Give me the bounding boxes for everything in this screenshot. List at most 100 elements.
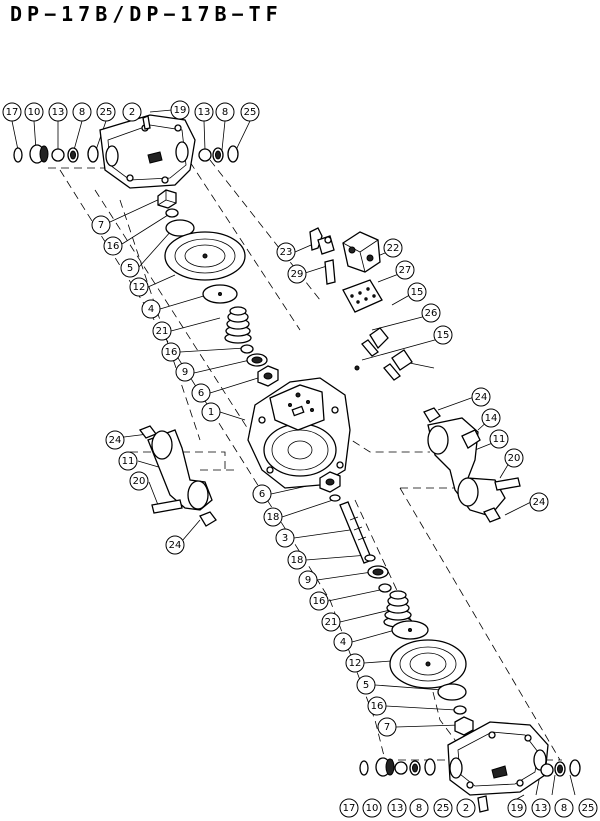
callout-number: 9 bbox=[182, 367, 188, 378]
callout-number: 24 bbox=[169, 540, 182, 551]
callout-16: 16 bbox=[309, 591, 329, 611]
manifold-2-top bbox=[99, 114, 196, 189]
callout-10: 10 bbox=[24, 102, 44, 122]
callout-2: 2 bbox=[456, 798, 476, 818]
top-manifold-assembly bbox=[13, 114, 239, 189]
plate-5-top bbox=[165, 219, 195, 237]
callout-7: 7 bbox=[91, 215, 111, 235]
callout-25: 25 bbox=[433, 798, 453, 818]
nut-7-bottom bbox=[454, 716, 474, 736]
callout-number: 5 bbox=[363, 680, 369, 691]
callout-11: 11 bbox=[489, 429, 509, 449]
callout-number: 19 bbox=[174, 105, 187, 116]
left-diaphragm-stack bbox=[157, 189, 279, 387]
callout-number: 13 bbox=[535, 803, 548, 814]
callout-number: 27 bbox=[399, 265, 412, 276]
callout-number: 22 bbox=[387, 243, 400, 254]
callout-number: 18 bbox=[267, 512, 280, 523]
callout-17: 17 bbox=[339, 798, 359, 818]
callout-24: 24 bbox=[105, 430, 125, 450]
callout-5: 5 bbox=[356, 675, 376, 695]
callout-number: 15 bbox=[411, 287, 424, 298]
callout-number: 16 bbox=[165, 347, 178, 358]
callout-4: 4 bbox=[141, 299, 161, 319]
seal-ring-17-bottom bbox=[359, 760, 369, 776]
fitting-29 bbox=[324, 259, 336, 285]
callout-number: 2 bbox=[463, 803, 469, 814]
callout-number: 29 bbox=[291, 269, 304, 280]
callout-4: 4 bbox=[333, 632, 353, 652]
callout-number: 16 bbox=[371, 701, 384, 712]
callout-number: 6 bbox=[198, 388, 204, 399]
callout-number: 11 bbox=[122, 456, 135, 467]
callout-8: 8 bbox=[409, 798, 429, 818]
callout-8: 8 bbox=[215, 102, 235, 122]
callout-number: 25 bbox=[244, 107, 257, 118]
ball-13-top-right bbox=[198, 148, 212, 162]
air-valve-parts bbox=[309, 227, 413, 381]
callout-number: 16 bbox=[313, 596, 326, 607]
callout-number: 7 bbox=[98, 220, 104, 231]
callout-number: 15 bbox=[437, 330, 450, 341]
callout-24: 24 bbox=[471, 387, 491, 407]
callout-number: 10 bbox=[366, 803, 379, 814]
ball-13-top-left bbox=[51, 148, 65, 162]
callout-6: 6 bbox=[191, 383, 211, 403]
callout-25: 25 bbox=[96, 102, 116, 122]
callout-24: 24 bbox=[165, 535, 185, 555]
callout-8: 8 bbox=[554, 798, 574, 818]
callout-number: 8 bbox=[416, 803, 422, 814]
callout-number: 8 bbox=[79, 107, 85, 118]
callout-number: 24 bbox=[109, 435, 122, 446]
callout-13: 13 bbox=[387, 798, 407, 818]
callout-number: 1 bbox=[208, 407, 214, 418]
ball-13-bottom-left bbox=[394, 761, 408, 775]
callout-20: 20 bbox=[129, 471, 149, 491]
ring-18-lower bbox=[364, 554, 376, 562]
o-ring-25-bottom-left bbox=[424, 758, 436, 776]
right-side-assembly bbox=[423, 407, 521, 523]
callout-number: 14 bbox=[485, 413, 498, 424]
callout-number: 25 bbox=[100, 107, 113, 118]
callout-7: 7 bbox=[377, 717, 397, 737]
callout-number: 6 bbox=[259, 489, 265, 500]
plug-14 bbox=[461, 429, 481, 449]
washer-16-bottom bbox=[453, 705, 467, 715]
callout-19: 19 bbox=[507, 798, 527, 818]
callout-18: 18 bbox=[263, 507, 283, 527]
callout-number: 17 bbox=[343, 803, 356, 814]
callout-5: 5 bbox=[120, 258, 140, 278]
callout-29: 29 bbox=[287, 264, 307, 284]
washer-16-top bbox=[165, 208, 179, 218]
pin-26 bbox=[354, 365, 360, 371]
bolt-19-bottom bbox=[477, 795, 489, 813]
callout-12: 12 bbox=[129, 277, 149, 297]
callout-12: 12 bbox=[345, 653, 365, 673]
callout-25: 25 bbox=[578, 798, 598, 818]
o-ring-25-top-right bbox=[227, 145, 239, 163]
fitting-15-lower bbox=[391, 349, 413, 371]
bolt-20-left bbox=[151, 499, 183, 514]
callout-number: 7 bbox=[384, 722, 390, 733]
ball-13-bottom-right bbox=[540, 763, 554, 777]
callout-16: 16 bbox=[103, 236, 123, 256]
callout-24: 24 bbox=[529, 492, 549, 512]
washer-16-mid bbox=[240, 344, 254, 354]
callout-number: 26 bbox=[425, 308, 438, 319]
callout-10: 10 bbox=[362, 798, 382, 818]
callout-16: 16 bbox=[367, 696, 387, 716]
callout-number: 19 bbox=[511, 803, 524, 814]
callout-9: 9 bbox=[298, 570, 318, 590]
callout-15: 15 bbox=[407, 282, 427, 302]
callout-number: 23 bbox=[280, 247, 293, 258]
callout-17: 17 bbox=[2, 102, 22, 122]
callout-number: 8 bbox=[222, 107, 228, 118]
callout-number: 4 bbox=[148, 304, 154, 315]
bottom-manifold-assembly bbox=[359, 721, 581, 813]
callout-number: 16 bbox=[107, 241, 120, 252]
callout-number: 13 bbox=[391, 803, 404, 814]
callout-26: 26 bbox=[421, 303, 441, 323]
bolt-20-right bbox=[494, 477, 521, 491]
callout-16: 16 bbox=[161, 342, 181, 362]
